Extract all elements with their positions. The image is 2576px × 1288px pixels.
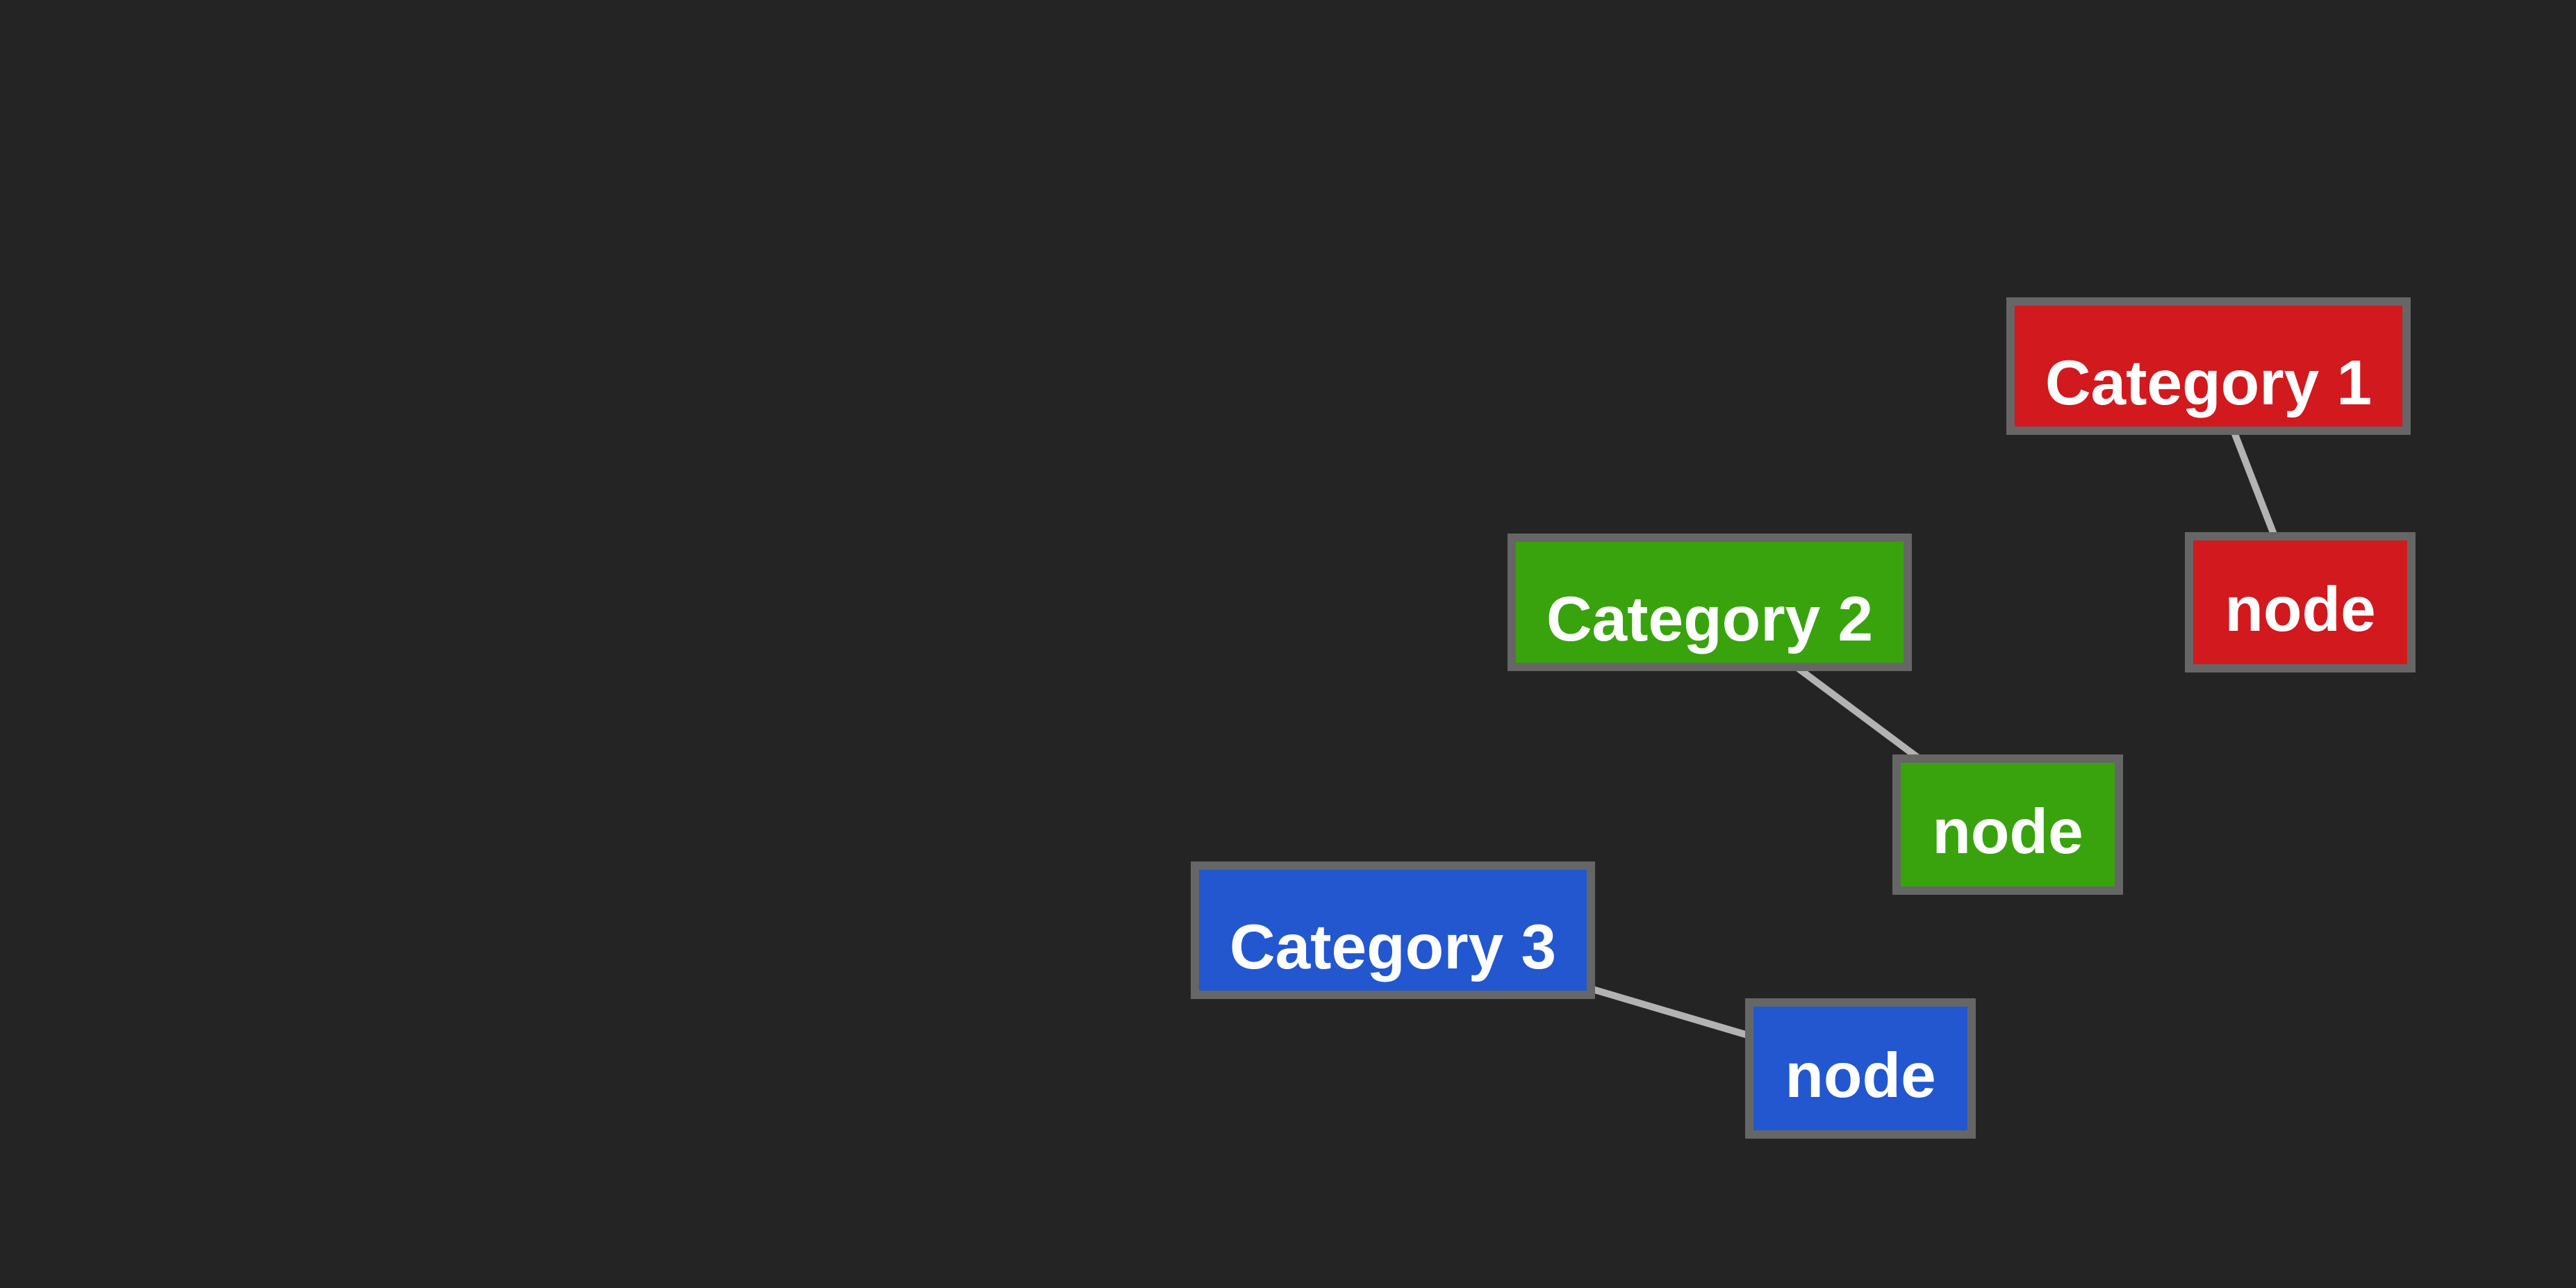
node-label: Category 1 [2045, 347, 2372, 418]
node-label: Category 3 [1229, 911, 1557, 982]
node-label: node [1785, 1040, 1936, 1111]
graph-node-category-1[interactable]: Category 1 [2006, 297, 2411, 435]
graph-node-node-2[interactable]: node [1892, 754, 2123, 895]
node-label: node [1932, 796, 2083, 867]
graph-node-node-3[interactable]: node [1745, 998, 1976, 1139]
graph-node-node-1[interactable]: node [2185, 532, 2416, 672]
node-label: node [2224, 574, 2376, 645]
node-label: Category 2 [1546, 584, 1874, 654]
graph-node-category-2[interactable]: Category 2 [1508, 534, 1912, 671]
graph-node-category-3[interactable]: Category 3 [1191, 861, 1595, 999]
